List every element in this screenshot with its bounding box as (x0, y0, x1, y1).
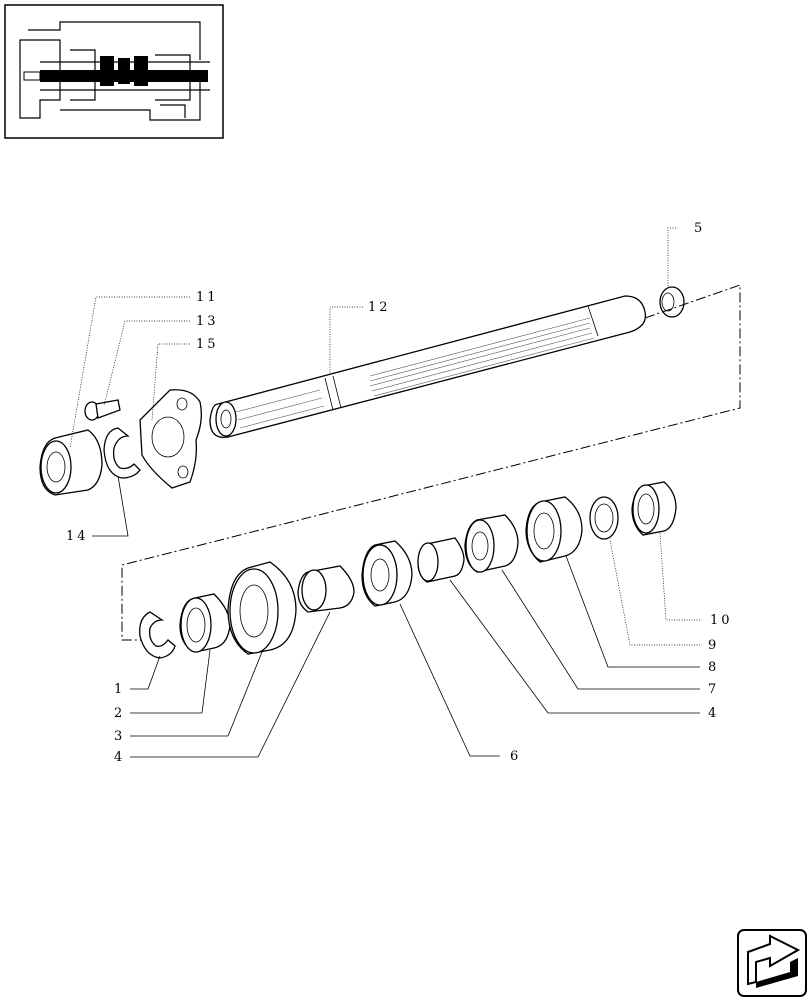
bolt-13-part[interactable] (84, 399, 121, 421)
callout-6: 6 (510, 749, 521, 764)
gear-7-part[interactable] (464, 514, 519, 573)
callout-10: 10 (710, 613, 733, 628)
bearing-2-part[interactable] (179, 593, 231, 653)
main-shaft-part[interactable] (209, 295, 647, 439)
bushing-4a-part[interactable] (297, 565, 355, 613)
next-page-arrow-icon[interactable] (737, 929, 807, 997)
snap-ring-14-part[interactable] (103, 427, 141, 479)
callout-leaders (69, 227, 700, 758)
callout-15: 15 (196, 337, 219, 352)
callout-11: 11 (196, 290, 219, 305)
callout-8: 8 (708, 660, 719, 675)
callout-2: 2 (114, 706, 125, 721)
bearing-8-part[interactable] (525, 496, 583, 563)
callout-1: 1 (114, 682, 125, 697)
callout-14: 14 (66, 529, 89, 544)
transmission-section-thumbnail[interactable] (4, 4, 224, 139)
spacer-9-part[interactable] (589, 496, 619, 540)
callout-3: 3 (114, 729, 125, 744)
gear-3-part[interactable] (227, 561, 297, 655)
callout-13: 13 (196, 314, 219, 329)
callout-9: 9 (708, 638, 719, 653)
callout-7: 7 (708, 682, 719, 697)
assembly-envelope-line (121, 284, 741, 641)
snap-ring-1-part[interactable] (139, 611, 176, 659)
bushing-5-part[interactable] (659, 286, 685, 318)
flange-15-part[interactable] (139, 389, 202, 489)
callout-12: 12 (368, 300, 391, 315)
gear-6-part[interactable] (361, 540, 413, 607)
bushing-4b-part[interactable] (417, 537, 465, 583)
callout-4b: 4 (708, 706, 719, 721)
callout-5: 5 (694, 221, 705, 236)
bearing-10-part[interactable] (631, 481, 677, 536)
callout-4a: 4 (114, 750, 125, 765)
splined-sleeve-11-part[interactable] (39, 429, 103, 496)
